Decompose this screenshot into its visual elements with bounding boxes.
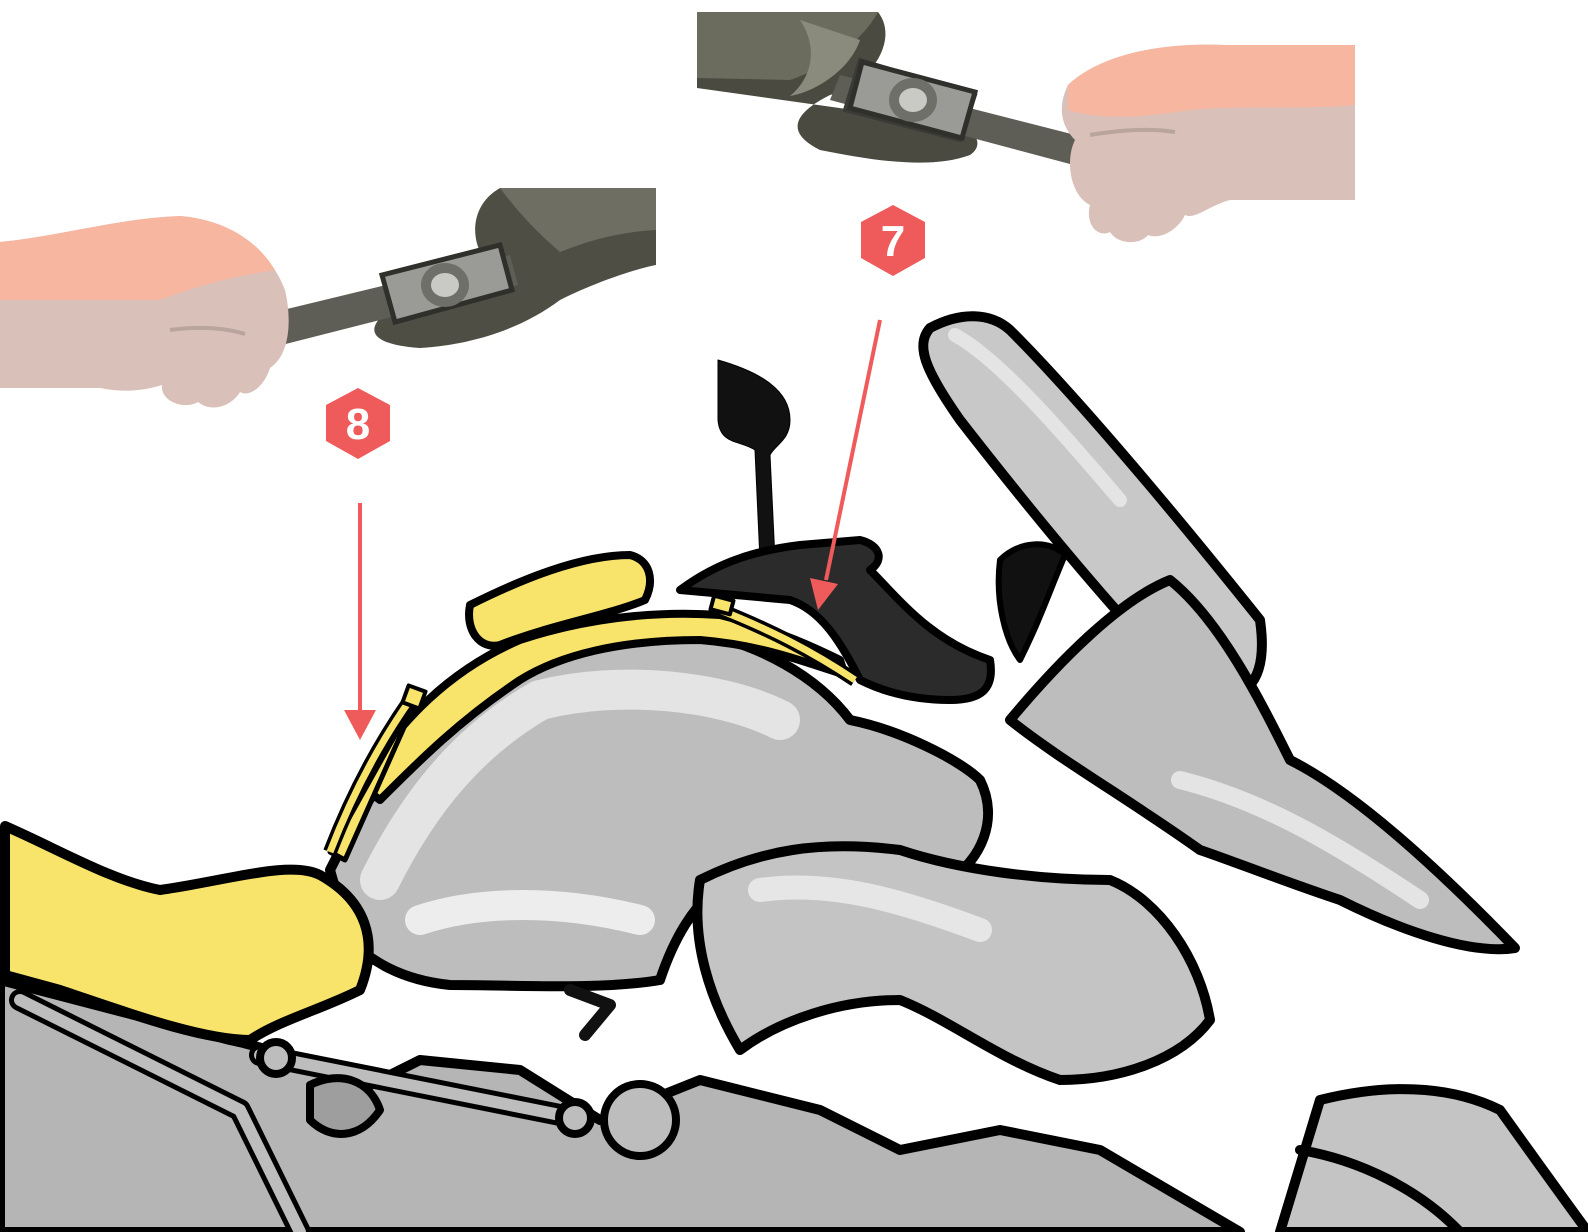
hand-pulling-strap-icon	[1062, 45, 1355, 243]
step-marker-7: 7	[861, 205, 925, 276]
hand-pulling-strap-icon	[0, 216, 289, 407]
motorcycle-illustration	[0, 316, 1588, 1232]
headlight-recess	[999, 544, 1065, 660]
step-number-8: 8	[346, 400, 370, 449]
strap-photo-step-8	[0, 188, 656, 407]
mirror	[718, 360, 790, 560]
step-number-7: 7	[881, 217, 905, 266]
step-marker-8: 8	[326, 388, 390, 459]
strap-photo-step-7	[697, 12, 1355, 242]
arrow-step-8	[344, 503, 376, 740]
